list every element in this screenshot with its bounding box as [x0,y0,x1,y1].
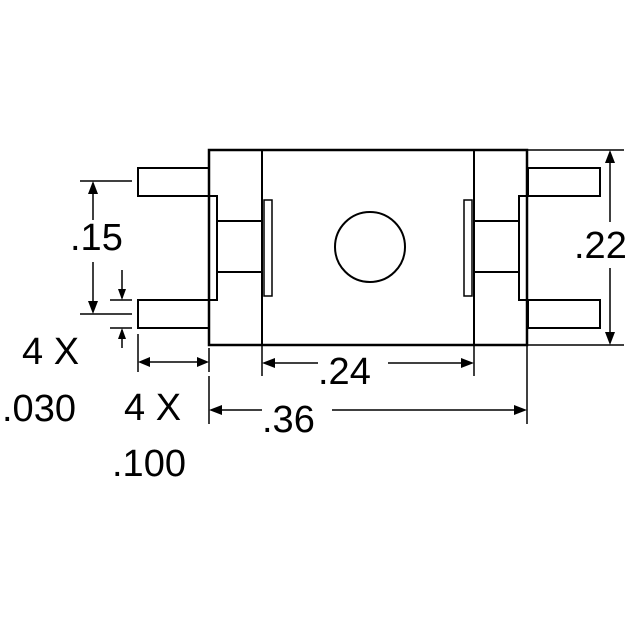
dimension-overall-width: .36 [208,345,528,441]
pin-spacing-label: .15 [70,217,123,259]
right-slot [463,199,473,297]
pin-length-label: .100 [112,443,186,485]
dimension-height: .22 [528,149,627,346]
inner-width-label: .24 [318,351,371,393]
pin-bottom-left [137,299,211,329]
overall-width-label: .36 [262,399,315,441]
pin-length-prefix: 4 X [124,387,181,429]
left-slot [263,199,273,297]
pin-top-right [527,167,601,197]
pin-width-label: .030 [2,388,76,430]
dimension-inner-width: .24 [261,345,475,393]
dimension-pin-length: 4 X .100 [112,334,210,485]
pin-top-left [137,167,211,197]
package-body [207,148,529,347]
height-label: .22 [574,225,627,267]
dimension-pin-spacing: .15 [70,180,132,315]
right-frame-detail [473,150,527,345]
dimension-pin-width: 4 X .030 [2,270,132,430]
pin-bottom-right [527,299,601,329]
outer-body [207,148,529,347]
pin-width-prefix: 4 X [22,331,79,373]
actuator-circle [334,211,406,283]
left-frame-detail [209,150,263,345]
